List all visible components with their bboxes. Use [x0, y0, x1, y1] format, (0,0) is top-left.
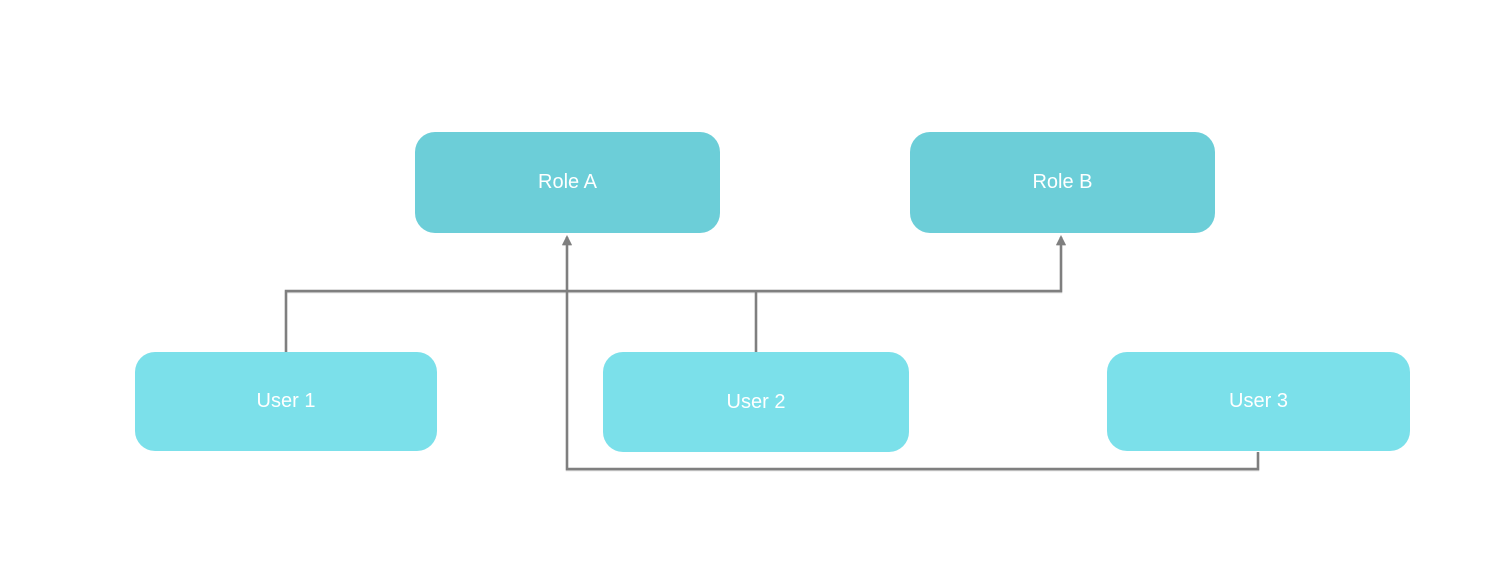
- node-user-3-label: User 3: [1229, 390, 1288, 412]
- node-role-a[interactable]: Role A: [415, 132, 720, 233]
- node-user-2[interactable]: User 2: [603, 352, 909, 452]
- node-user-3[interactable]: User 3: [1107, 352, 1410, 451]
- node-user-1[interactable]: User 1: [135, 352, 437, 451]
- node-user-2-label: User 2: [726, 390, 786, 413]
- edge-user1-roleb: [284, 235, 1066, 352]
- node-role-b-label: Role B: [1032, 171, 1093, 193]
- node-user-1-label: User 1: [256, 390, 316, 412]
- node-role-a-label: Role A: [538, 171, 597, 193]
- node-role-b[interactable]: Role B: [910, 132, 1215, 233]
